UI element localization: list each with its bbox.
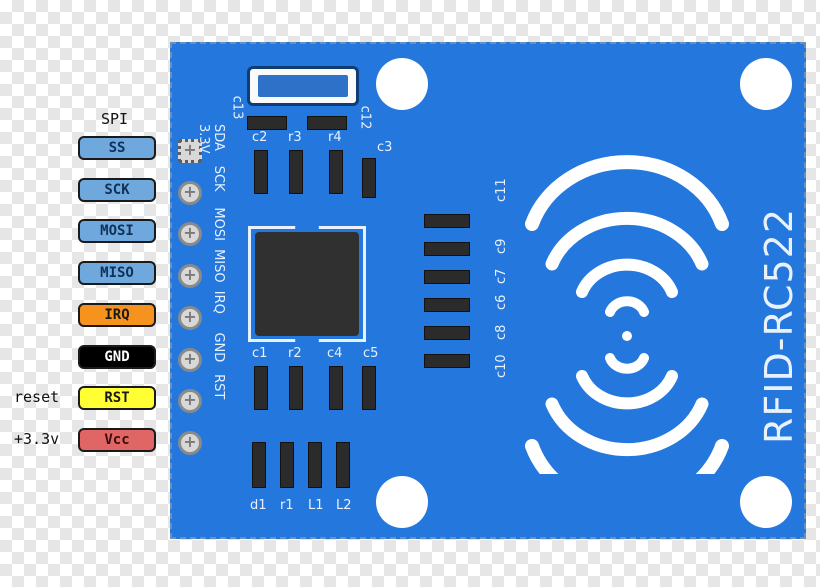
label-c13: c13 <box>229 95 245 120</box>
mounting-hole-bottom-right <box>740 476 792 528</box>
header-pin-mosi <box>178 222 202 247</box>
header-pin-vcc <box>178 430 202 455</box>
label-c4: c4 <box>327 346 343 361</box>
smd-r4 <box>329 150 343 194</box>
label-c5: c5 <box>363 346 379 361</box>
smd-l2 <box>336 442 350 488</box>
smd-c9 <box>424 242 470 256</box>
label-r4: r4 <box>328 130 342 145</box>
pin-label-gnd: GND <box>78 344 156 369</box>
mounting-hole-top-right <box>740 58 792 110</box>
label-l2: L2 <box>336 498 352 513</box>
mounting-hole-bottom-left <box>376 476 428 528</box>
pin-header <box>172 126 202 461</box>
smd-c5 <box>362 366 376 410</box>
smd-c7 <box>424 270 470 284</box>
smd-c1 <box>254 366 268 410</box>
label-c2: c2 <box>252 130 268 145</box>
smd-d1 <box>252 442 266 488</box>
rfid-antenna-icon <box>525 155 729 474</box>
pin-label-vcc: Vcc <box>78 427 156 452</box>
header-pin-ss <box>178 139 202 163</box>
label-r3: r3 <box>288 130 302 145</box>
pin-label-sck: SCK <box>78 177 156 202</box>
label-l1: L1 <box>308 498 324 513</box>
mounting-hole-top-left <box>376 58 428 110</box>
pin-label-ss: SS <box>78 136 156 160</box>
pin-label-mosi: MOSI <box>78 219 156 244</box>
pin-label-irq: IRQ <box>78 302 156 327</box>
header-pin-gnd <box>178 347 202 372</box>
label-c12: c12 <box>357 105 373 130</box>
smd-r1 <box>280 442 294 488</box>
header-silk-sck: SCK <box>211 165 226 192</box>
header-silk-irq: IRQ <box>211 290 226 314</box>
header-silk-gnd: GND <box>211 332 226 363</box>
smd-l1 <box>308 442 322 488</box>
rfid-board: c13 c12 c2 r3 r4 c3 c1 r2 c4 c5 d1 r1 L1… <box>170 42 806 539</box>
spi-group-label: SPI <box>101 110 129 128</box>
label-c9: c9 <box>494 238 509 254</box>
label-d1: d1 <box>250 498 267 513</box>
smd-c6 <box>424 298 470 312</box>
header-silk-3.3v: 3.3V <box>196 124 211 154</box>
header-pin-rst <box>178 389 202 414</box>
header-pin-irq <box>178 305 202 330</box>
header-pin-miso <box>178 264 202 289</box>
smd-r2 <box>289 366 303 410</box>
smd-c2-pad <box>247 116 287 130</box>
smd-c3 <box>362 158 376 198</box>
header-silk-rst: RST <box>211 374 226 400</box>
label-c6: c6 <box>494 294 509 310</box>
crystal-oscillator <box>247 66 359 106</box>
label-c7: c7 <box>494 268 509 284</box>
label-c10: c10 <box>494 354 509 378</box>
label-c8: c8 <box>494 324 509 340</box>
header-silk-text: SDA SCK MOSI MISO IRQ GND RST 3.3V <box>196 124 226 424</box>
reset-note: reset <box>14 388 60 406</box>
smd-c12-pad <box>307 116 347 130</box>
label-c1: c1 <box>252 346 268 361</box>
pin-label-rst: RST <box>78 386 156 411</box>
smd-c4 <box>329 366 343 410</box>
header-silk-sda: SDA <box>211 124 226 151</box>
header-pin-sck <box>178 180 202 205</box>
rc522-chip <box>255 232 359 336</box>
label-r2: r2 <box>288 346 302 361</box>
header-silk-mosi: MOSI <box>211 207 226 241</box>
smd-c11 <box>424 214 470 228</box>
smd-r3 <box>289 150 303 194</box>
pin-label-miso: MISO <box>78 261 156 286</box>
label-r1: r1 <box>280 498 294 513</box>
smd-c2 <box>254 150 268 194</box>
board-title: RFID-RC522 <box>757 207 801 444</box>
vcc-note: +3.3v <box>14 430 60 448</box>
label-c11: c11 <box>494 178 509 202</box>
label-c3: c3 <box>377 140 393 155</box>
header-silk-miso: MISO <box>211 249 226 283</box>
smd-c10 <box>424 354 470 368</box>
smd-c8 <box>424 326 470 340</box>
pin-silk-labels: SDA SCK MOSI MISO IRQ GND RST 3.3V <box>196 124 232 464</box>
